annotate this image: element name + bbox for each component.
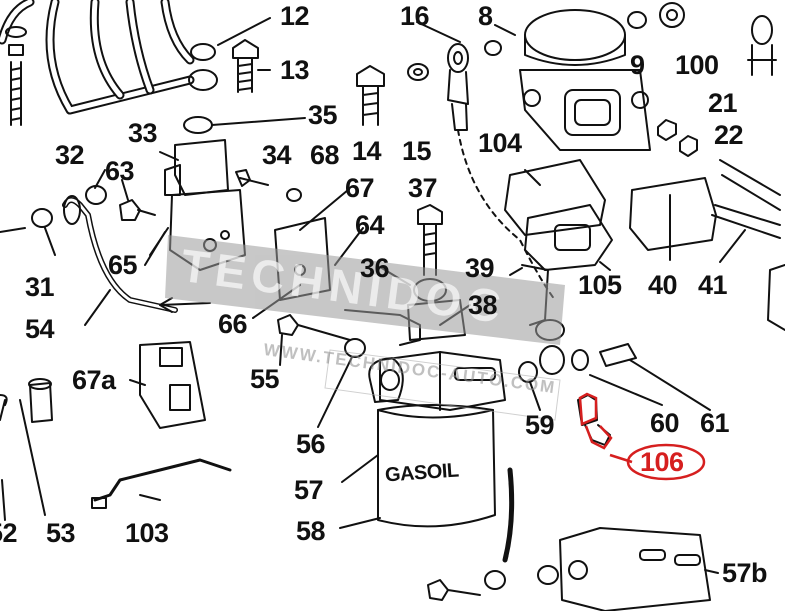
callout-61: 61 [700,408,730,438]
callout-105: 105 [578,270,622,300]
fitting-33-drawing [164,116,229,196]
callout-55: 55 [250,364,280,394]
callout-53: 53 [46,518,76,548]
callout-67a: 67a [72,365,116,395]
callout-38: 38 [468,290,498,320]
callout-63: 63 [105,156,135,186]
stud-drawing [5,26,27,126]
callout-65: 65 [108,250,138,280]
callout-68: 68 [310,140,340,170]
callout-60: 60 [650,408,680,438]
callout-16: 16 [400,1,430,31]
callout-34: 34 [262,140,292,170]
banjo-16-drawing [447,43,469,131]
callout-100: 100 [675,50,719,80]
highlight-callout-106 [578,392,706,481]
callout-13: 13 [280,55,310,85]
callout-41: 41 [698,270,728,300]
watermark-banner [165,235,565,421]
callout-106: 106 [640,447,684,477]
callout-21: 21 [708,88,738,118]
callout-35: 35 [308,100,338,130]
callout-12: 12 [280,1,310,31]
callout-59: 59 [525,410,555,440]
callout-57b: 57b [722,558,768,588]
fuel-pipe-bundle-drawing [0,0,218,115]
callout-14: 14 [352,136,382,166]
callout-15: 15 [402,136,432,166]
callout-9: 9 [630,50,645,80]
bolt-13-drawing [232,39,259,93]
callout-104: 104 [478,128,522,158]
callout-58: 58 [296,516,326,546]
callout-56: 56 [296,429,326,459]
fuel-pump-8-drawing [519,9,651,151]
filter-label: GASOIL [384,459,460,487]
callout-40: 40 [648,270,678,300]
callout-52: 52 [0,518,18,548]
callout-103: 103 [125,518,169,548]
callout-54: 54 [25,314,55,344]
callout-22: 22 [714,120,744,150]
bolt-14-drawing [356,65,385,126]
callout-67: 67 [345,173,375,203]
callout-32: 32 [55,140,85,170]
filter-58-drawing [377,404,496,528]
callout-64: 64 [355,210,385,240]
callout-39: 39 [465,253,495,283]
callout-37: 37 [408,173,438,203]
callout-36: 36 [360,253,390,283]
callout-8: 8 [478,1,493,31]
callout-31: 31 [25,272,55,302]
callout-66: 66 [218,309,248,339]
callout-33: 33 [128,118,158,148]
callout-57: 57 [294,475,324,505]
